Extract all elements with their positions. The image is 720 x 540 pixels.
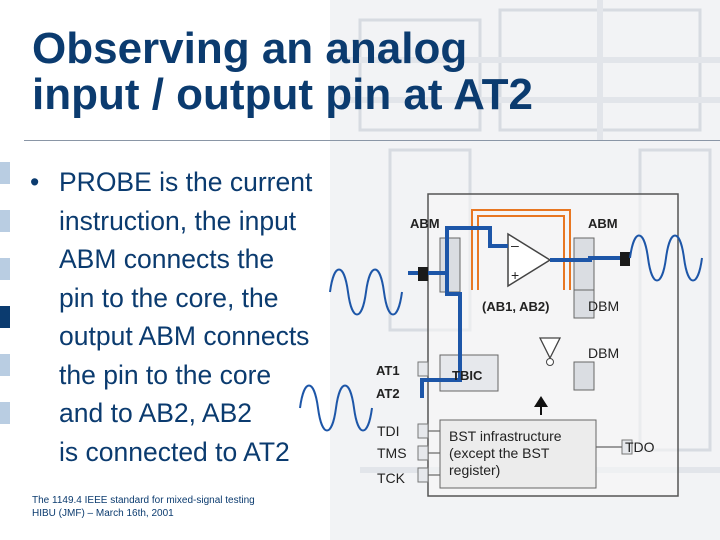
pin-tck: [417, 467, 429, 483]
title-line-2: input / output pin at AT2: [32, 70, 533, 119]
sidebar-marker-active: [0, 306, 10, 328]
input-waveform: [329, 268, 403, 316]
label-bst-1: BST infrastructure: [449, 428, 562, 444]
footer-line-1: The 1149.4 IEEE standard for mixed-signa…: [32, 495, 255, 506]
sidebar-marker: [0, 354, 10, 376]
footer-line-2: HIBU (JMF) – March 16th, 2001: [32, 507, 174, 519]
title-line-1: Observing an analog: [32, 24, 468, 73]
label-at1: AT1: [376, 363, 400, 378]
pin-at1: [417, 361, 429, 377]
slide-title: Observing an analog input / output pin a…: [32, 26, 533, 118]
label-dbm-top: DBM: [588, 298, 619, 314]
dbm-top-block: [573, 289, 595, 319]
op-amp-symbol: [507, 232, 552, 288]
at2-waveform: [299, 384, 373, 432]
op-amp-plus: +: [511, 267, 519, 283]
sidebar-marker: [0, 402, 10, 424]
label-abm-right: ABM: [588, 216, 618, 231]
label-bst-3: register): [449, 462, 500, 478]
bullet-text: PROBE is the current instruction, the in…: [59, 167, 313, 467]
abm-left-block: [439, 237, 461, 293]
label-ab-bus: (AB1, AB2): [482, 299, 549, 314]
sidebar-marker: [0, 162, 10, 184]
label-tck: TCK: [377, 470, 406, 486]
label-tbic: TBIC: [452, 368, 483, 383]
tbic-block: [439, 354, 499, 392]
bullet-point: • PROBE is the current instruction, the …: [30, 163, 375, 471]
slide-footer: The 1149.4 IEEE standard for mixed-signa…: [32, 495, 255, 520]
label-tdo: TDO: [625, 439, 655, 455]
pin-left: [418, 267, 428, 281]
label-bst-2: (except the BST: [449, 445, 550, 461]
dbm-bottom-block: [573, 361, 595, 391]
pin-tms: [417, 445, 429, 461]
op-amp-minus: –: [511, 237, 519, 253]
label-at2: AT2: [376, 386, 400, 401]
title-divider: [24, 140, 720, 141]
abm-right-block: [573, 237, 595, 293]
output-waveform: [629, 234, 703, 282]
label-tdi: TDI: [377, 423, 400, 439]
sidebar-marker: [0, 210, 10, 232]
bst-infrastructure-block: [439, 419, 597, 489]
buffer-symbol: [538, 337, 562, 360]
analog-bus: [471, 209, 571, 290]
pin-tdi: [417, 423, 429, 439]
label-abm-left: ABM: [410, 216, 440, 231]
sidebar-marker: [0, 258, 10, 280]
bullet-dot-icon: •: [30, 167, 40, 197]
label-dbm-bottom: DBM: [588, 345, 619, 361]
pin-right: [620, 252, 630, 266]
label-tms: TMS: [377, 445, 407, 461]
